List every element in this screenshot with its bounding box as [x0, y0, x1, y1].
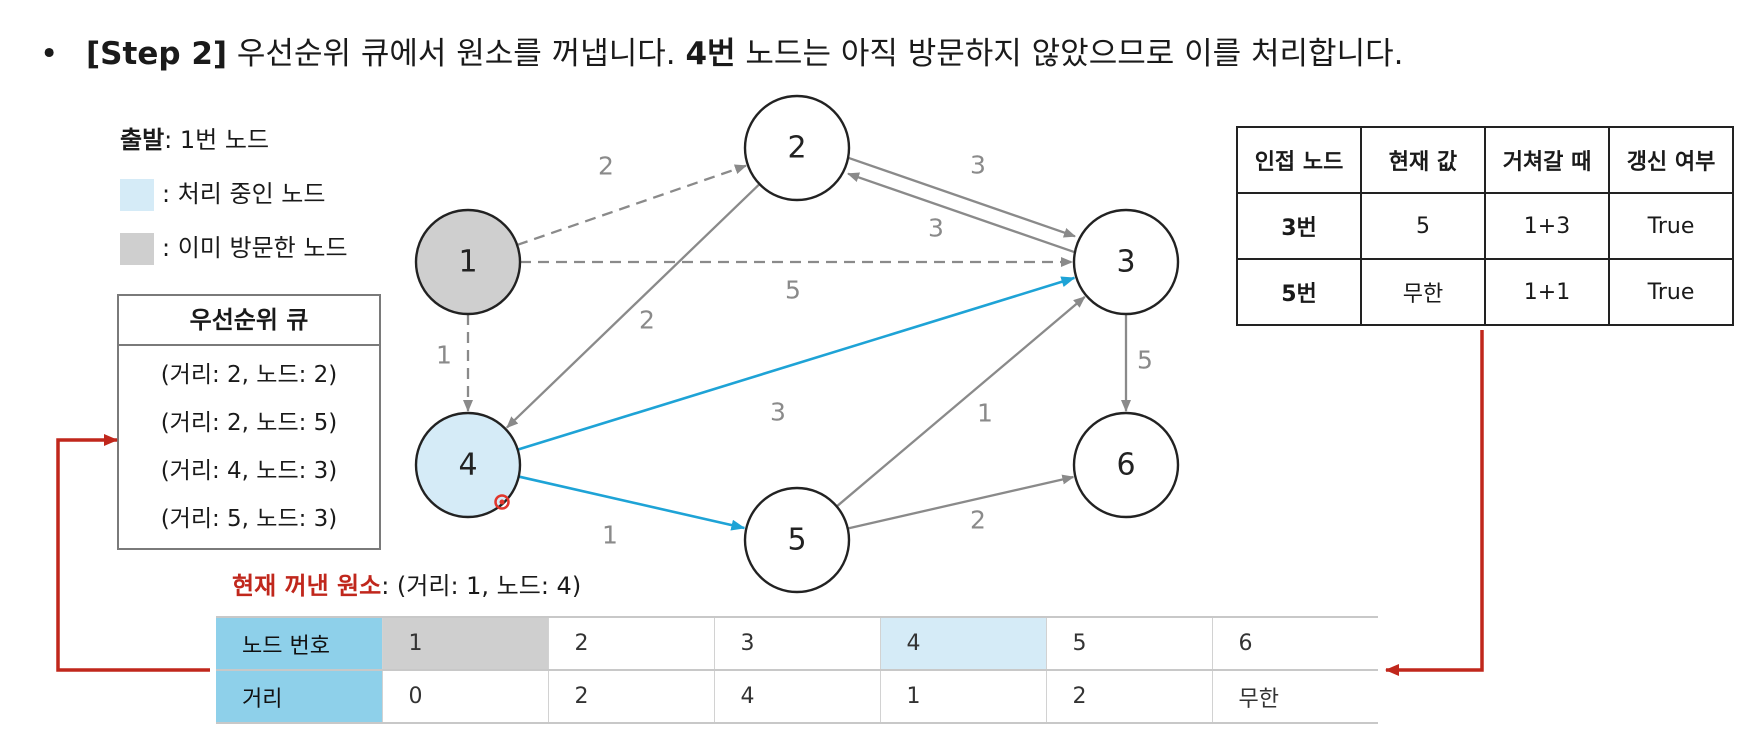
edge-4-5	[518, 475, 746, 531]
node-5	[743, 486, 851, 594]
edge-2-3	[845, 155, 1076, 238]
red-arrow-to-queue	[56, 434, 210, 672]
edge-weight-1-3: 5	[785, 276, 801, 305]
edge-weight-4-5: 1	[602, 521, 618, 550]
priority-queue-item: (거리: 2, 노드: 5)	[160, 410, 338, 436]
processing-swatch	[120, 179, 154, 211]
priority-queue-list: (거리: 2, 노드: 2) (거리: 2, 노드: 5) (거리: 4, 노드: …	[119, 346, 379, 548]
distance-row-header: 노드 번호	[216, 616, 382, 671]
current-element: 현재 꺼낸 원소: (거리: 1, 노드: 4)	[232, 566, 581, 601]
adjacency-cell: 5번	[1236, 258, 1362, 326]
edge-weight-1-2: 2	[598, 152, 614, 181]
node-4	[414, 411, 522, 519]
adjacency-cell: 무한	[1360, 258, 1486, 326]
current-element-value: : (거리: 1, 노드: 4)	[381, 572, 582, 600]
cursor-dot	[499, 499, 505, 505]
edge-5-3	[835, 295, 1086, 508]
adjacency-cell: 1+1	[1484, 258, 1610, 326]
legend-visited-label: : 이미 방문한 노드	[162, 234, 348, 262]
node-1	[414, 208, 522, 316]
distance-value-cell: 0	[381, 669, 548, 724]
legend-start-label: 출발	[120, 126, 165, 154]
graph-weights: 2 5 1 3 3 2 5 3 1 1 2	[436, 151, 1153, 550]
distance-value-cell: 2	[1045, 669, 1212, 724]
node-label-5: 5	[787, 523, 806, 558]
priority-queue-box: 우선순위 큐 (거리: 2, 노드: 2)(거리: 2, 노드: 5)(거리: …	[117, 294, 381, 550]
node-label-3: 3	[1116, 245, 1135, 280]
edge-weight-5-6: 2	[970, 506, 986, 535]
distance-node-cell: 5	[1045, 616, 1212, 671]
edge-weight-1-4: 1	[436, 341, 452, 370]
legend-start: 출발: 1번 노드	[120, 120, 269, 155]
edge-2-4	[506, 183, 761, 429]
distance-value-cell: 무한	[1211, 669, 1378, 724]
distance-value-cell: 2	[547, 669, 714, 724]
distance-node-cell: 6	[1211, 616, 1378, 671]
edge-3-2	[847, 172, 1078, 255]
step-label: [Step 2]	[86, 36, 228, 72]
adjacency-header-cell: 현재 값	[1360, 126, 1486, 194]
distance-node-cell: 3	[713, 616, 880, 671]
edge-weight-3-2: 3	[928, 214, 944, 243]
graph-edges	[463, 155, 1131, 531]
graph-nodes: 1 2 3 4 5 6	[414, 94, 1180, 594]
edge-weight-5-3: 1	[977, 399, 993, 428]
adjacency-header-cell: 거쳐갈 때	[1484, 126, 1610, 194]
node-6	[1072, 411, 1180, 519]
adjacency-header-cell: 인접 노드	[1236, 126, 1362, 194]
heading-text-2: 노드는 아직 방문하지 않았으므로 이를 처리합니다.	[735, 36, 1404, 72]
priority-queue-title: 우선순위 큐	[119, 296, 379, 346]
node-label-4: 4	[458, 448, 477, 483]
distance-value-cell: 1	[879, 669, 1046, 724]
distance-row-header: 거리	[216, 669, 382, 724]
edge-weight-2-4: 2	[639, 306, 655, 335]
red-arrow-to-table	[1385, 330, 1484, 676]
edge-weight-3-6: 5	[1137, 346, 1153, 375]
adjacency-cell: 3번	[1236, 192, 1362, 260]
heading-text-1: 우선순위 큐에서 원소를 꺼냅니다.	[227, 36, 686, 72]
edge-weight-4-3: 3	[770, 398, 786, 427]
priority-queue-item: (거리: 5, 노드: 3)	[160, 506, 338, 532]
adjacency-cell: True	[1608, 258, 1734, 326]
distance-value-cell: 4	[713, 669, 880, 724]
legend-processing: : 처리 중인 노드	[120, 174, 325, 211]
adjacency-header-cell: 갱신 여부	[1608, 126, 1734, 194]
adjacency-cell: True	[1608, 192, 1734, 260]
distance-node-cell: 4	[879, 616, 1046, 671]
cursor-marker	[494, 494, 510, 510]
priority-queue-item: (거리: 2, 노드: 2)	[160, 362, 338, 388]
bullet: •	[40, 36, 59, 72]
visited-swatch	[120, 233, 154, 265]
node-label-2: 2	[787, 131, 806, 166]
edge-5-6	[847, 474, 1075, 530]
node-label-6: 6	[1116, 448, 1135, 483]
heading-node: 4번	[685, 36, 736, 72]
priority-queue-item: (거리: 4, 노드: 3)	[160, 458, 338, 484]
legend-processing-label: : 처리 중인 노드	[162, 180, 326, 208]
legend-visited: : 이미 방문한 노드	[120, 228, 348, 265]
legend-start-value: : 1번 노드	[164, 126, 270, 154]
node-2	[743, 94, 851, 202]
node-3	[1072, 208, 1180, 316]
edge-4-3	[517, 276, 1076, 451]
distance-node-cell: 2	[547, 616, 714, 671]
adjacency-cell: 1+3	[1484, 192, 1610, 260]
distance-node-cell: 1	[381, 616, 548, 671]
adjacency-cell: 5	[1360, 192, 1486, 260]
current-element-label: 현재 꺼낸 원소	[232, 572, 382, 600]
node-label-1: 1	[458, 245, 477, 280]
edge-weight-2-3: 3	[970, 151, 986, 180]
edge-1-2	[516, 164, 747, 247]
step-heading: • [Step 2] 우선순위 큐에서 원소를 꺼냅니다. 4번 노드는 아직 방…	[40, 28, 1403, 73]
